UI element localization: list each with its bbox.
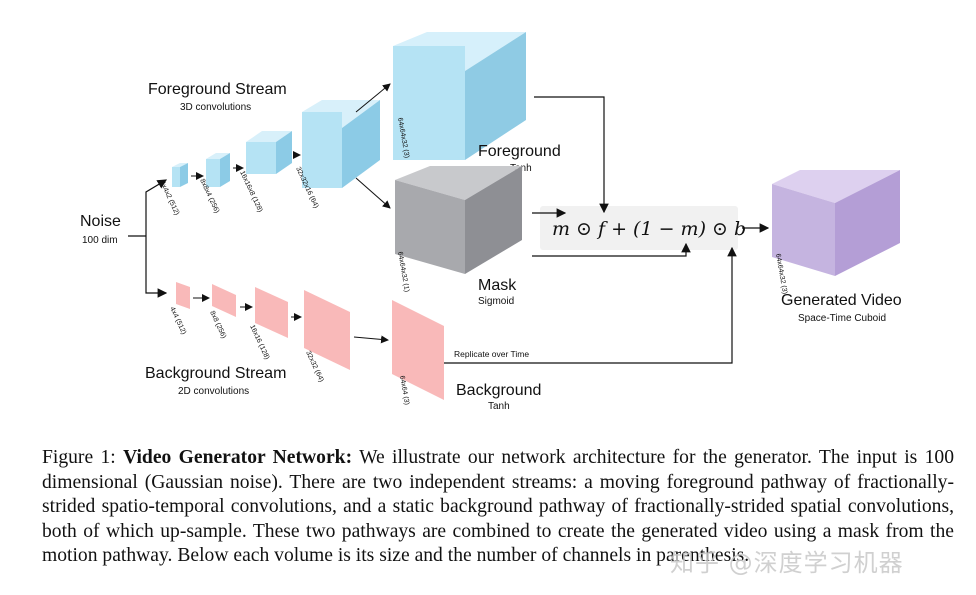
background-output-plane [392, 300, 444, 400]
fg-arrows [191, 83, 391, 209]
bg-block-3 [255, 287, 288, 338]
figure-caption: Figure 1: Video Generator Network: We il… [42, 446, 954, 569]
watermark: 知乎 @深度学习机器 [670, 549, 904, 577]
bg-block-1-dims: 4x4 (512) [168, 306, 187, 336]
foreground-stream-title: Foreground Stream [148, 81, 287, 98]
noise-connectors [128, 179, 168, 298]
background-stream-title: Background Stream [145, 365, 286, 382]
bg-block-2-dims: 8x8 (256) [208, 310, 227, 340]
bg-block-3-dims: 16x16 (128) [248, 324, 270, 361]
foreground-output-volume [393, 32, 526, 160]
mask-output-volume [395, 166, 522, 274]
bg-block-2 [212, 284, 236, 317]
generated-subtitle: Space-Time Cuboid [798, 313, 886, 324]
caption-label: Figure 1: [42, 447, 116, 468]
foreground-title: Foreground [478, 143, 561, 160]
bg-block-4 [304, 290, 350, 370]
architecture-diagram: Noise 100 dim Foreground Stream 3D convo… [80, 32, 902, 412]
bg-block-1 [176, 282, 190, 309]
formula-box [540, 206, 738, 250]
fg-block-3-dims: 16x16x8 (128) [238, 170, 263, 214]
generated-title: Generated Video [781, 292, 902, 309]
caption-bold-title: Video Generator Network: [123, 447, 353, 468]
noise-dim: 100 dim [82, 235, 118, 246]
mask-activation: Sigmoid [478, 296, 514, 307]
noise-title: Noise [80, 213, 121, 230]
combine-connectors [444, 96, 770, 364]
replicate-label: Replicate over Time [454, 349, 529, 359]
caption-text: We illustrate our network architecture f… [42, 447, 955, 566]
fg-block-3 [246, 131, 292, 174]
generated-video-volume [772, 170, 900, 276]
fg-block-2 [206, 153, 230, 187]
fg-block-4 [302, 100, 380, 188]
background-title: Background [456, 382, 541, 399]
background-activation: Tanh [488, 401, 510, 412]
fg-block-1 [172, 163, 188, 187]
background-stream-subtitle: 2D convolutions [178, 386, 249, 397]
bg-arrows [193, 294, 389, 344]
combine-formula: m ⊙ f + (1 − m) ⊙ b [552, 218, 746, 240]
foreground-stream-subtitle: 3D convolutions [180, 102, 251, 113]
mask-title: Mask [478, 277, 517, 294]
